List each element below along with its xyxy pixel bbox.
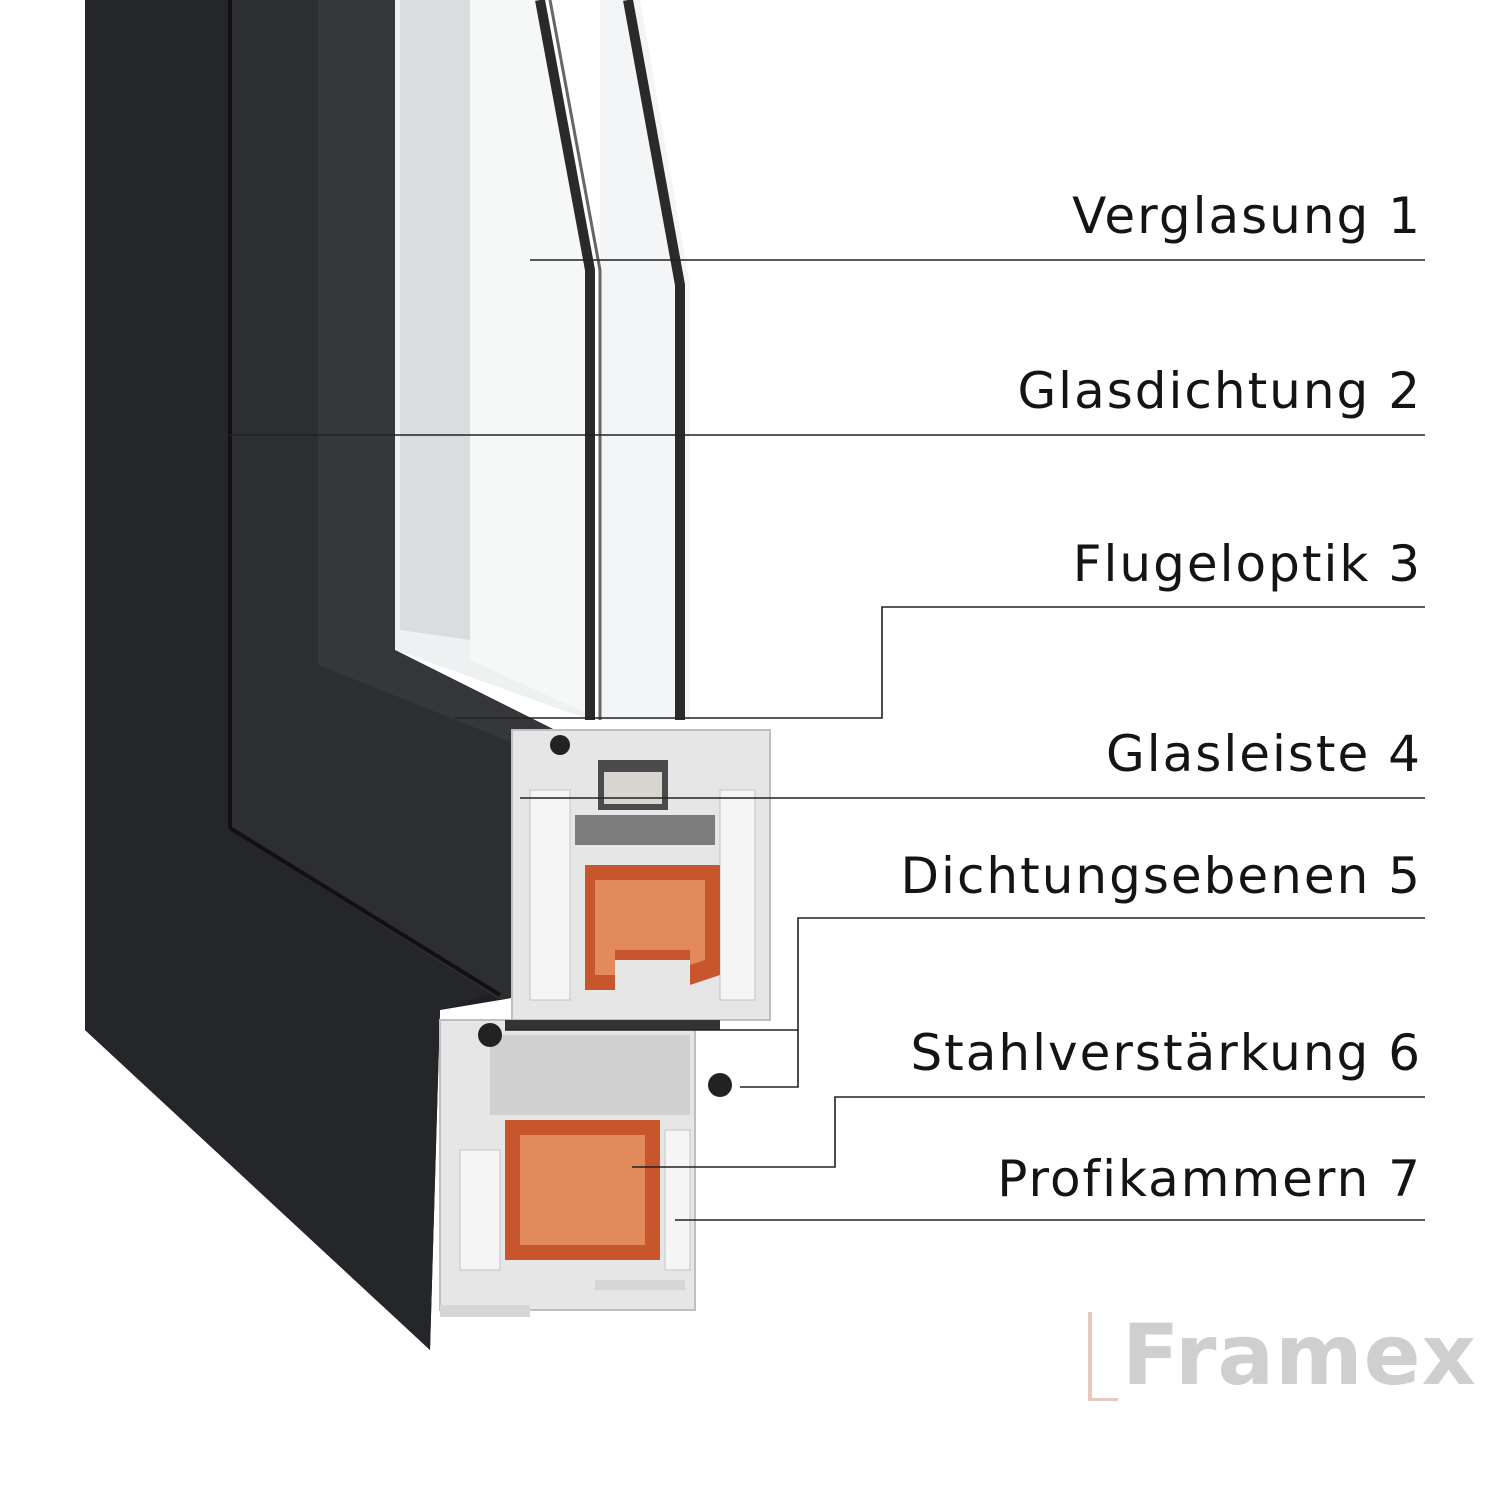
leader-stahlverstaerkung	[632, 1096, 1425, 1168]
label-glasdichtung: Glasdichtung 2	[1017, 362, 1422, 420]
brand-logo: Framex	[1088, 1306, 1476, 1404]
label-glasleiste: Glasleiste 4	[1106, 725, 1422, 783]
label-profikammern: Profikammern 7	[997, 1150, 1422, 1208]
leader-dichtungsebenen	[505, 917, 1425, 1031]
sash-face	[230, 0, 555, 1000]
label-flugeloptik: Flugeloptik 3	[1072, 535, 1422, 593]
frame-face	[85, 0, 500, 1350]
label-dichtungsebenen: Dichtungsebenen 5	[900, 847, 1422, 905]
sash-bevel	[318, 0, 555, 760]
glass-pane-2	[600, 0, 690, 720]
leader-lines	[230, 259, 1425, 1221]
brand-name: Framex	[1122, 1306, 1477, 1404]
label-stahlverstaerkung: Stahlverstärkung 6	[910, 1024, 1422, 1082]
label-verglasung: Verglasung 1	[1072, 187, 1422, 245]
leader-dichtungsebenen-b	[740, 1030, 799, 1088]
leader-flugeloptik	[455, 606, 1425, 719]
